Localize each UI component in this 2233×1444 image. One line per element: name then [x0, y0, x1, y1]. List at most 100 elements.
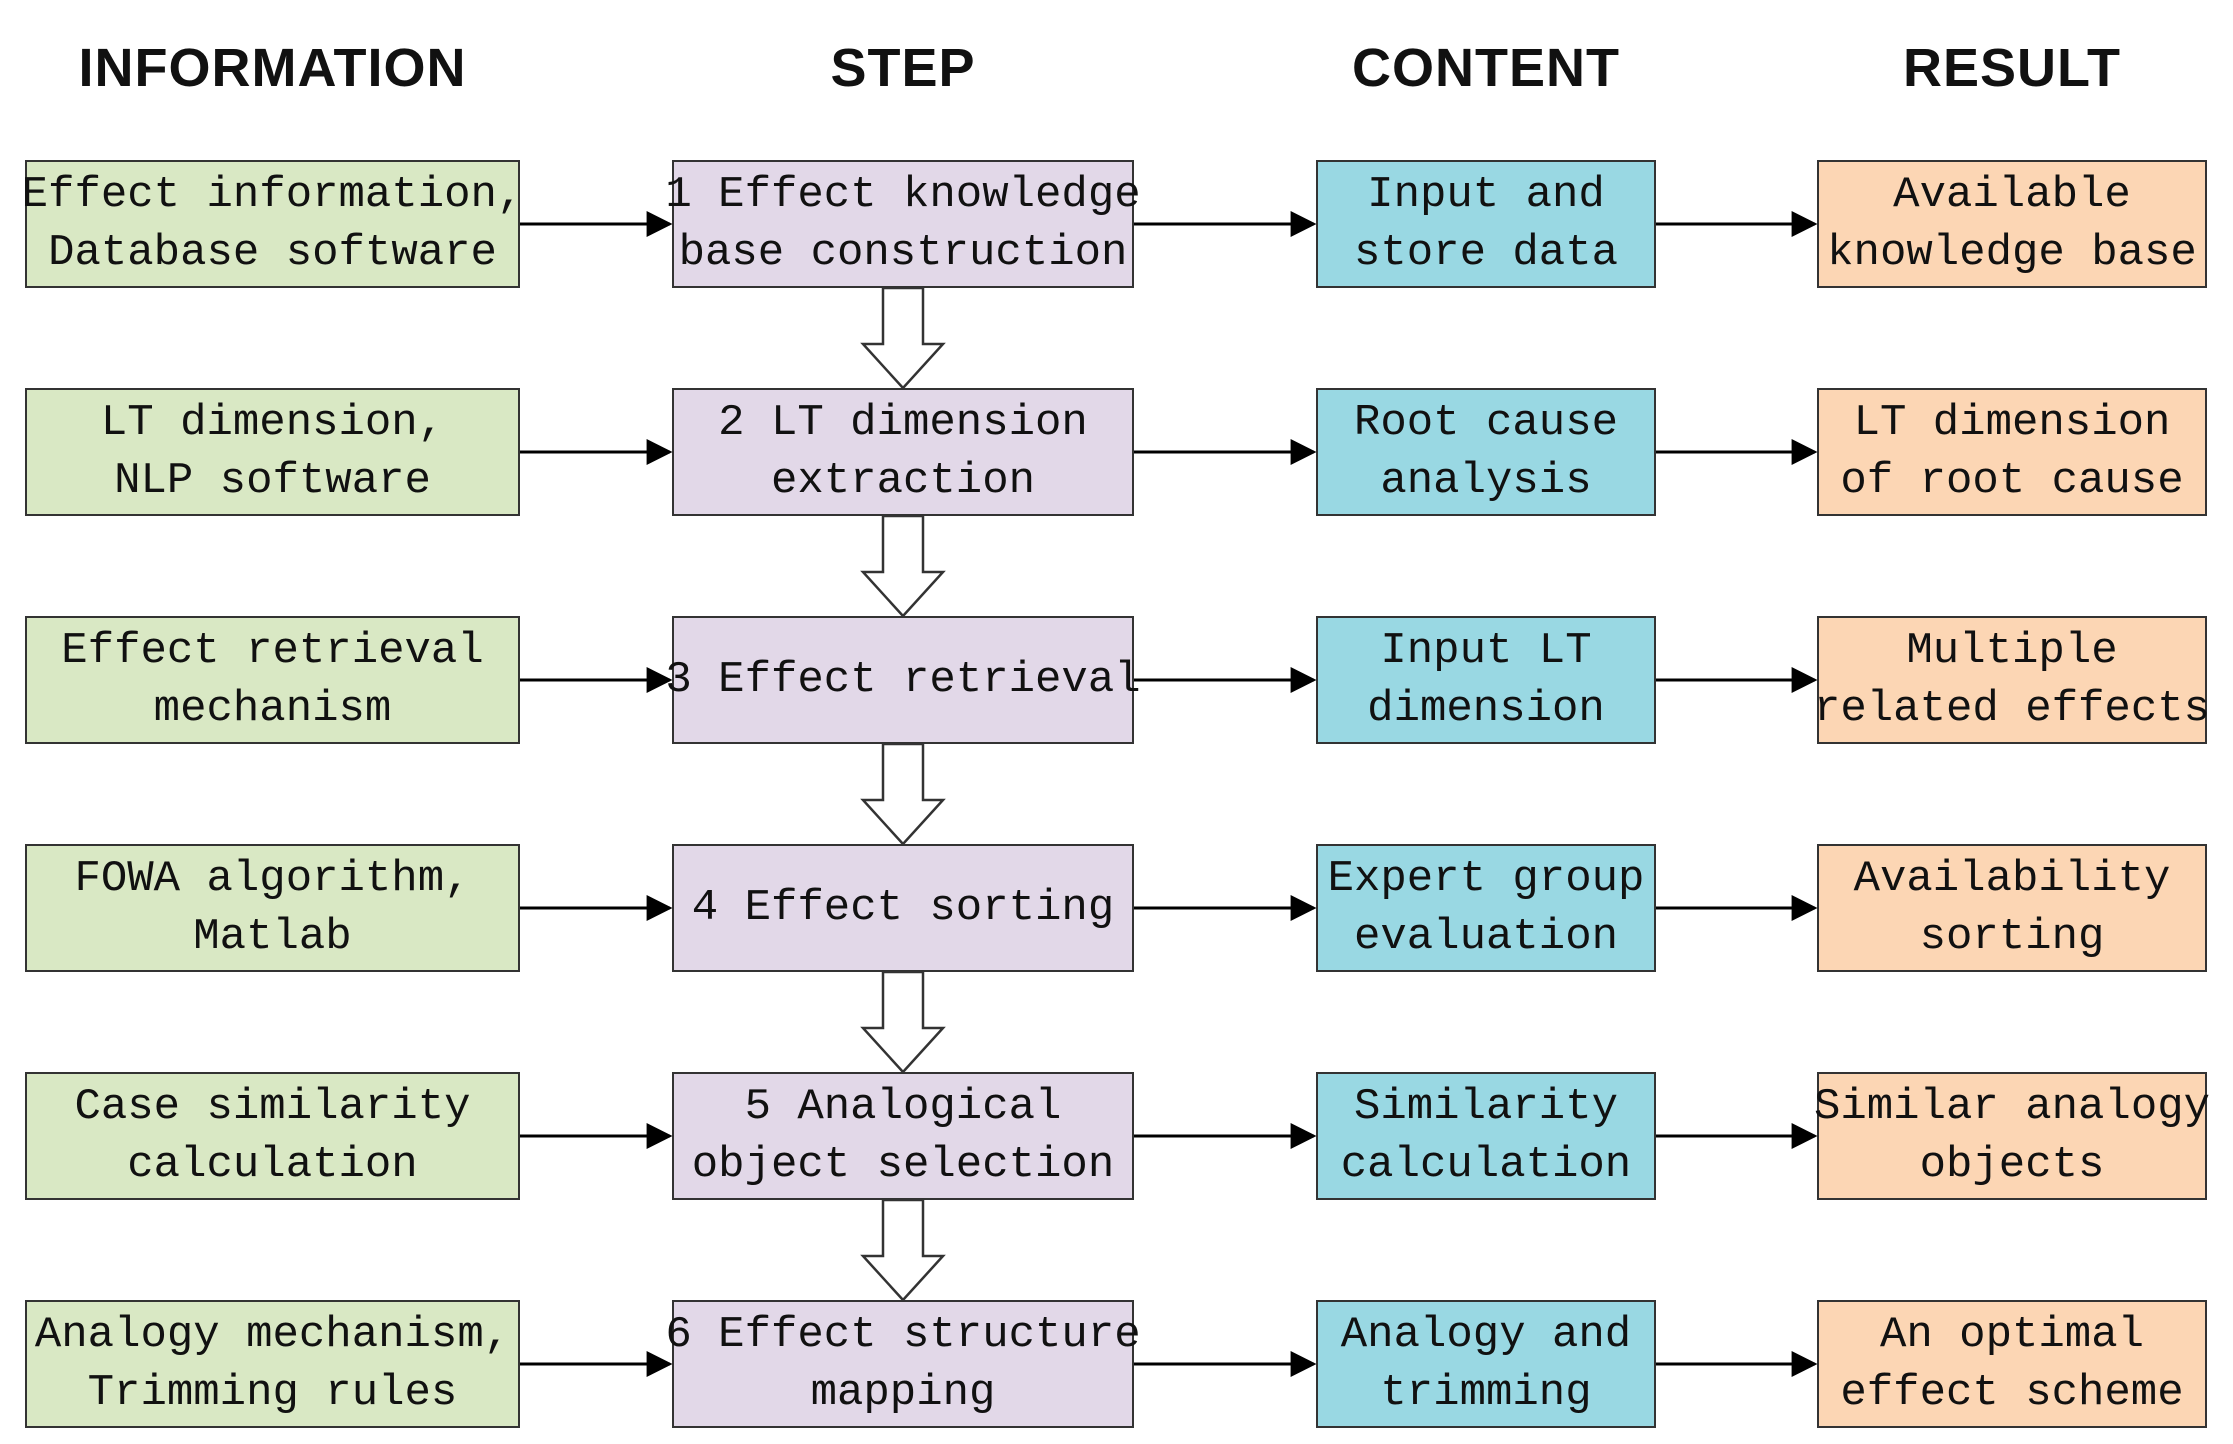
- content-line: evaluation: [1353, 912, 1619, 962]
- step-line: 5 Analogical: [744, 1082, 1062, 1132]
- result-box-4: Availability sorting: [1817, 844, 2207, 972]
- content-line: Analogy and: [1340, 1310, 1632, 1360]
- down-arrow-step-2-to-3: [860, 514, 946, 618]
- content-box-4: Expert group evaluation: [1316, 844, 1656, 972]
- header-content: CONTENT: [1352, 38, 1620, 98]
- information-line: Case similarity: [74, 1082, 471, 1132]
- result-box-1: Available knowledge base: [1817, 160, 2207, 288]
- step-line: extraction: [770, 456, 1036, 506]
- result-line: effect scheme: [1840, 1368, 2184, 1418]
- step-line: 3 Effect retrieval: [665, 655, 1141, 705]
- step-line: 2 LT dimension: [718, 398, 1088, 448]
- information-box-2: LT dimension,NLP software: [25, 388, 520, 516]
- result-line: Availability: [1853, 854, 2171, 904]
- content-line: Input and: [1367, 170, 1605, 220]
- step-box-3: 3 Effect retrieval: [665, 616, 1141, 744]
- step-box-6: 6 Effect structure mapping: [665, 1300, 1141, 1428]
- result-box-3: Multiple related effects: [1814, 616, 2210, 744]
- content-line: analysis: [1380, 456, 1592, 506]
- step-box-text: 6 Effect structure mapping: [665, 1306, 1140, 1422]
- content-box-text: Expert group evaluation: [1328, 850, 1645, 966]
- content-box-text: Input and store data: [1354, 166, 1618, 282]
- content-line: Root cause: [1353, 398, 1619, 448]
- information-line: Analogy mechanism,: [34, 1310, 511, 1360]
- result-box-text: Multiple related effects: [1814, 622, 2210, 738]
- content-line: Expert group: [1327, 854, 1645, 904]
- step-box-5: 5 Analogical object selection: [672, 1072, 1134, 1200]
- content-box-text: Input LT dimension: [1367, 622, 1605, 738]
- step-box-text: 3 Effect retrieval: [665, 651, 1140, 709]
- content-box-6: Analogy and trimming: [1316, 1300, 1656, 1428]
- step-box-text: 1 Effect knowledge base construction: [665, 166, 1140, 282]
- result-box-6: An optimal effect scheme: [1817, 1300, 2207, 1428]
- information-line: calculation: [127, 1140, 418, 1190]
- information-line: Effect retrieval: [61, 626, 484, 676]
- result-box-5: Similar analogy objects: [1814, 1072, 2210, 1200]
- step-box-2: 2 LT dimension extraction: [672, 388, 1134, 516]
- result-box-text: An optimal effect scheme: [1840, 1306, 2183, 1422]
- information-box-6: Analogy mechanism, Trimming rules: [25, 1300, 520, 1428]
- down-arrow-step-3-to-4: [860, 742, 946, 846]
- step-line: 1 Effect knowledge: [665, 170, 1141, 220]
- information-box-4: FOWA algorithm, Matlab: [25, 844, 520, 972]
- content-line: trimming: [1380, 1368, 1592, 1418]
- information-box-3: Effect retrieval mechanism: [25, 616, 520, 744]
- down-arrow-step-1-to-2: [860, 286, 946, 390]
- information-line: FOWA algorithm,: [74, 854, 471, 904]
- content-box-2: Root cause analysis: [1316, 388, 1656, 516]
- result-box-text: Similar analogy objects: [1814, 1078, 2210, 1194]
- content-line: Similarity: [1353, 1082, 1619, 1132]
- step-line: mapping: [810, 1368, 996, 1418]
- header-result: RESULT: [1903, 38, 2121, 98]
- result-line: An optimal: [1879, 1310, 2145, 1360]
- information-line: Database software: [48, 228, 497, 278]
- content-line: dimension: [1367, 684, 1605, 734]
- step-box-text: 4 Effect sorting: [692, 879, 1114, 937]
- information-box-text: Effect retrieval mechanism: [61, 622, 483, 738]
- information-box-text: LT dimension,NLP software: [101, 394, 444, 510]
- information-box-text: Effect information, Database software: [22, 166, 524, 282]
- step-box-text: 5 Analogical object selection: [692, 1078, 1114, 1194]
- result-line: Similar analogy: [1813, 1082, 2211, 1132]
- information-box-1: Effect information, Database software: [22, 160, 523, 288]
- content-box-text: Analogy and trimming: [1341, 1306, 1631, 1422]
- information-line: Trimming rules: [87, 1368, 458, 1418]
- content-line: calculation: [1340, 1140, 1632, 1190]
- step-box-text: 2 LT dimension extraction: [718, 394, 1088, 510]
- step-box-1: 1 Effect knowledge base construction: [665, 160, 1141, 288]
- information-line: mechanism: [153, 684, 392, 734]
- result-line: Available: [1893, 170, 2131, 220]
- step-line: object selection: [691, 1140, 1115, 1190]
- result-line: sorting: [1919, 912, 2105, 962]
- content-box-text: Root cause analysis: [1354, 394, 1618, 510]
- information-box-text: Analogy mechanism, Trimming rules: [35, 1306, 510, 1422]
- result-line: LT dimension: [1853, 398, 2171, 448]
- header-information: INFORMATION: [78, 38, 467, 98]
- content-box-1: Input and store data: [1316, 160, 1656, 288]
- information-line: Matlab: [193, 912, 352, 962]
- content-box-5: Similarity calculation: [1316, 1072, 1656, 1200]
- content-box-3: Input LT dimension: [1316, 616, 1656, 744]
- information-line: NLP software: [114, 456, 431, 506]
- content-line: store data: [1353, 228, 1619, 278]
- down-arrow-step-5-to-6: [860, 1198, 946, 1302]
- information-line: Effect information,: [21, 170, 524, 220]
- information-box-5: Case similarity calculation: [25, 1072, 520, 1200]
- step-line: base construction: [678, 228, 1128, 278]
- result-line: related effects: [1813, 684, 2211, 734]
- step-line: 4 Effect sorting: [691, 883, 1115, 933]
- content-box-text: Similarity calculation: [1341, 1078, 1631, 1194]
- result-line: objects: [1919, 1140, 2105, 1190]
- content-line: Input LT: [1380, 626, 1592, 676]
- information-box-text: Case similarity calculation: [74, 1078, 470, 1194]
- result-line: Multiple: [1906, 626, 2118, 676]
- header-step: STEP: [830, 38, 976, 98]
- down-arrow-step-4-to-5: [860, 970, 946, 1074]
- step-line: 6 Effect structure: [665, 1310, 1141, 1360]
- information-box-text: FOWA algorithm, Matlab: [74, 850, 470, 966]
- result-line: knowledge base: [1827, 228, 2197, 278]
